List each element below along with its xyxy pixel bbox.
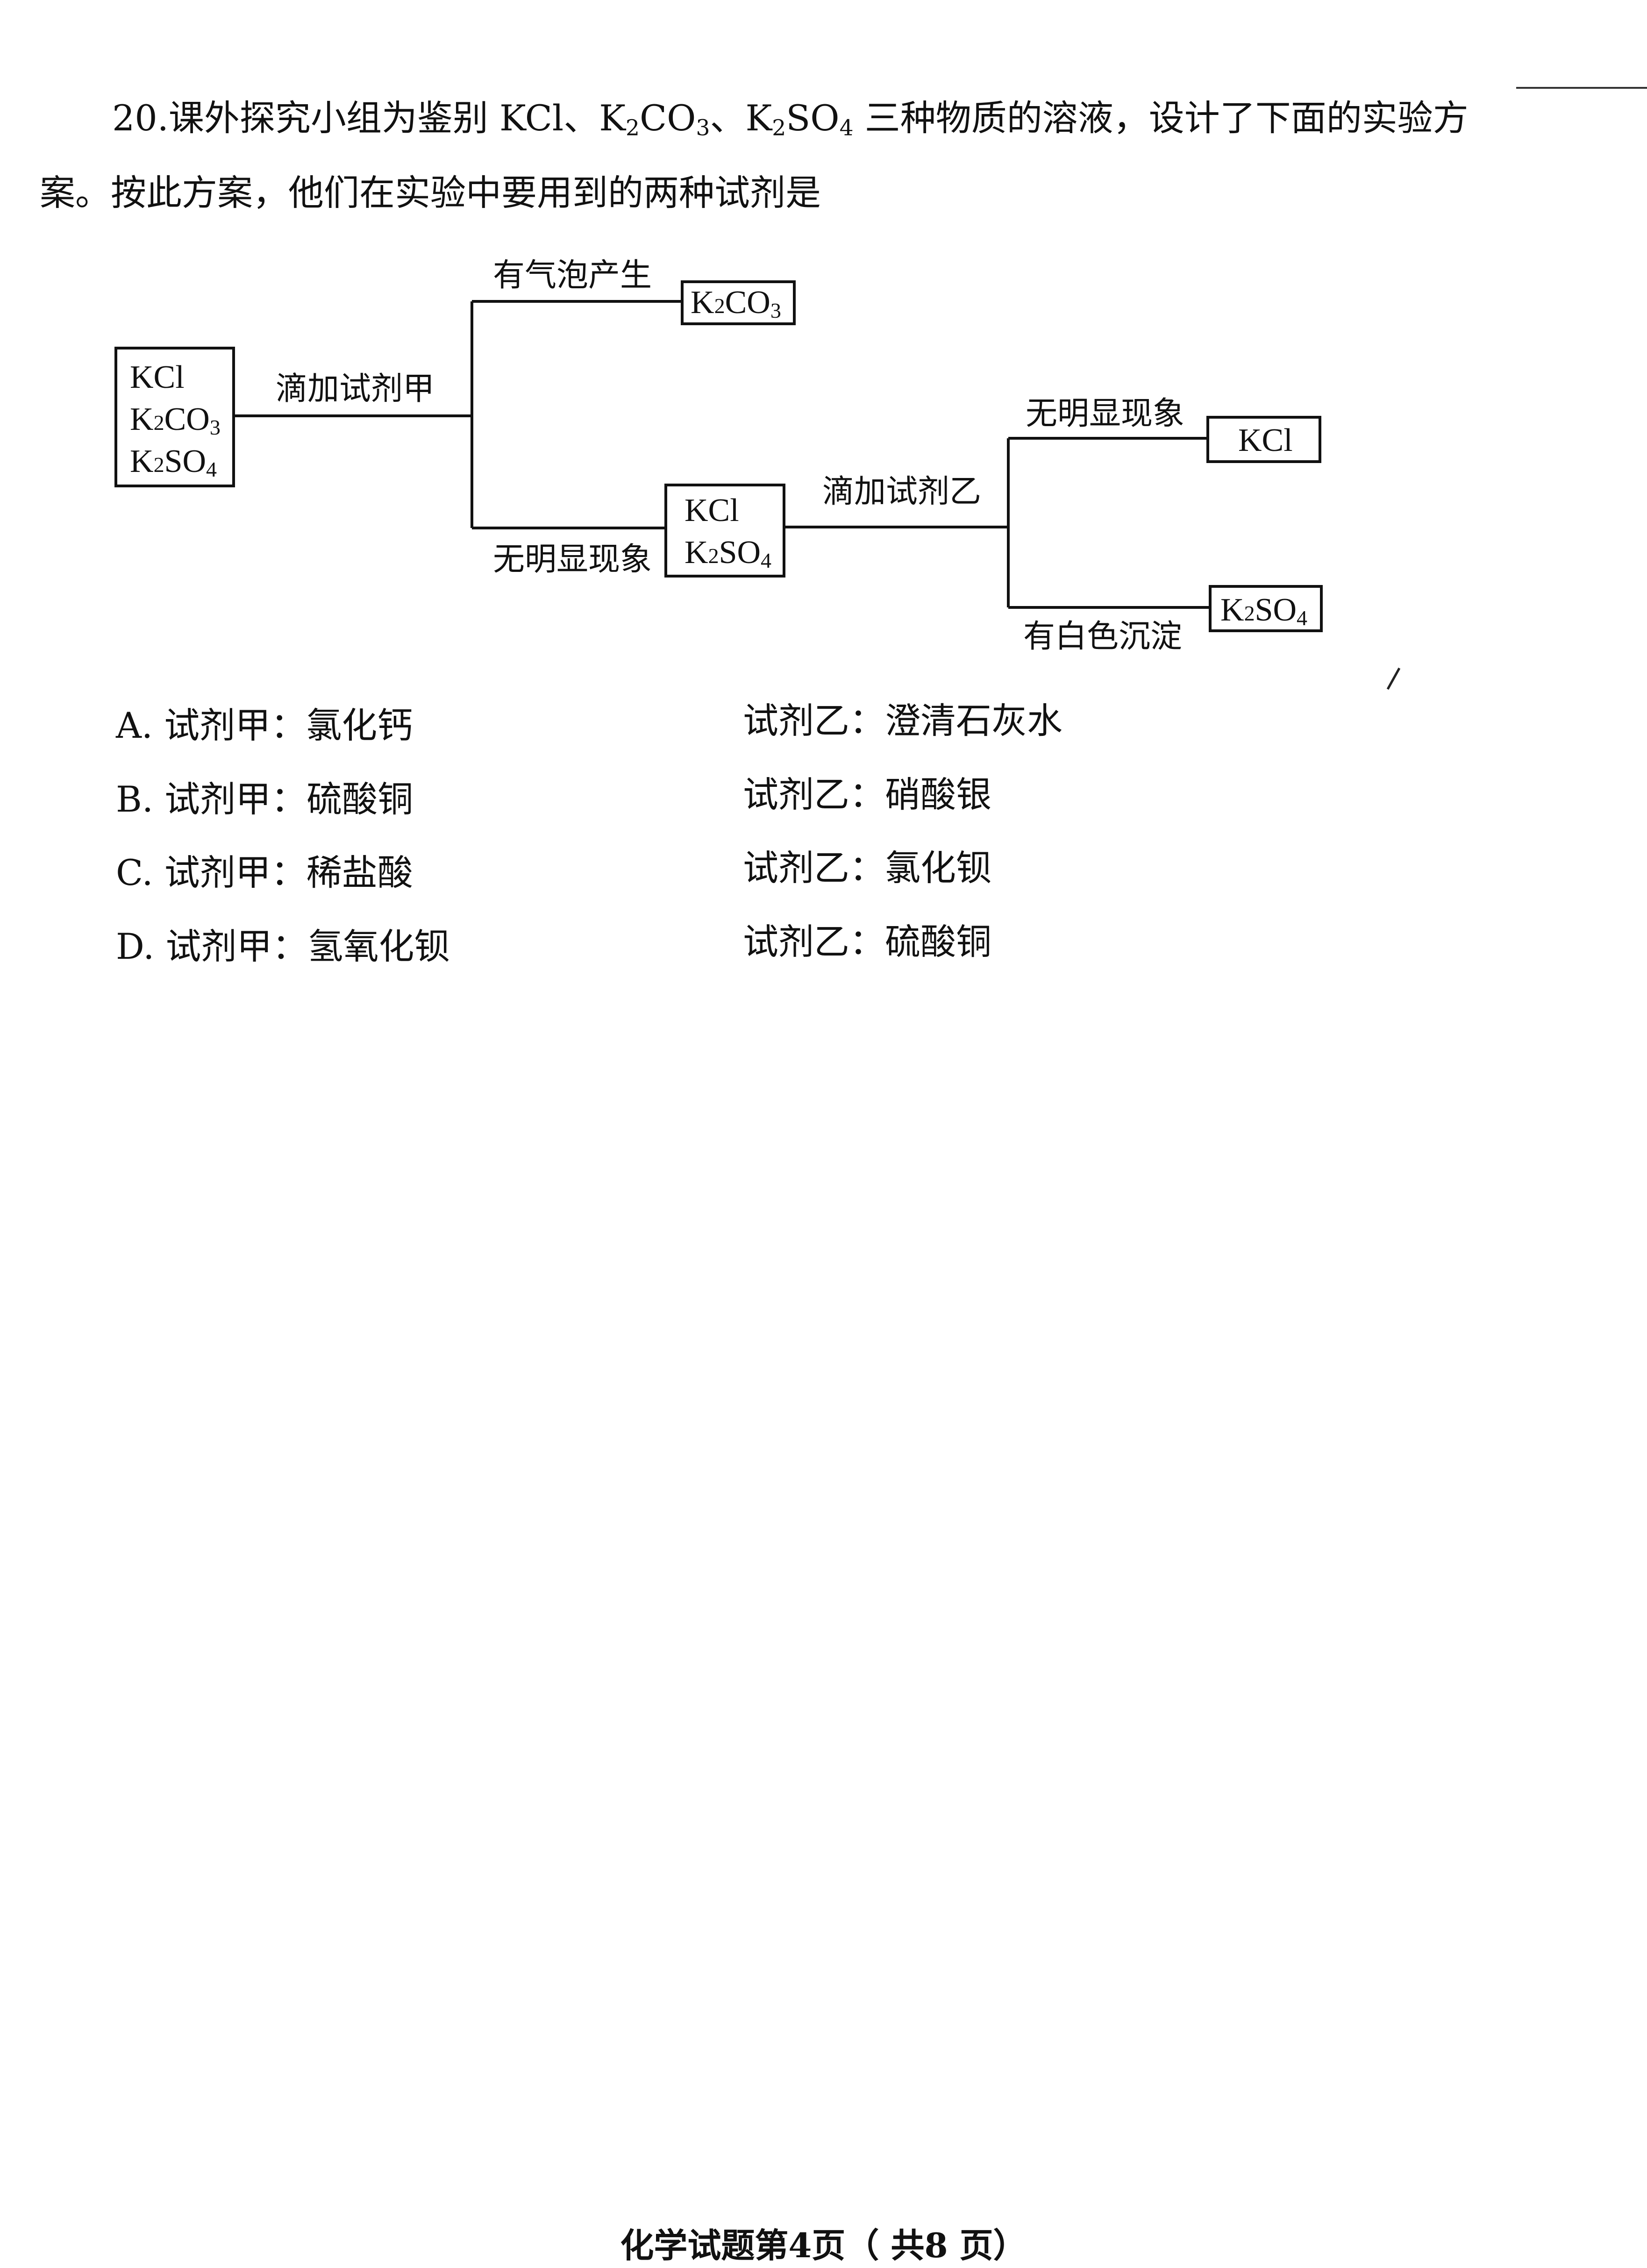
option-d-reagent-a[interactable]: D. 试剂甲：氢氧化钡 [116, 926, 450, 967]
label-reagent-a: 滴加试剂甲 [276, 371, 435, 407]
label-no-change-2: 无明显现象 [1026, 395, 1184, 432]
box-k2so4-text: K2SO4 [1220, 592, 1307, 630]
label-bubbles: 有气泡产生 [493, 257, 652, 294]
option-d-reagent-b[interactable]: 试剂乙：硫酸铜 [743, 921, 991, 963]
option-b-reagent-b[interactable]: 试剂乙：硝酸银 [743, 774, 991, 815]
page-footer: 化学试题第4页（ 共8 页） [620, 2225, 1027, 2265]
option-c-reagent-a[interactable]: C. 试剂甲：稀盐酸 [116, 852, 413, 893]
question-stem-line-1: 20.课外探究小组为鉴别 KCl、K2CO3、K2SO4 三种物质的溶液，设计了… [112, 97, 1469, 141]
start-box-k2co3: K2CO3 [130, 401, 221, 439]
mid-box [664, 484, 785, 578]
mid-box-kcl: KCl [684, 492, 739, 528]
box-kcl-text: KCl [1238, 422, 1293, 458]
option-a-reagent-b[interactable]: 试剂乙：澄清石灰水 [743, 700, 1062, 742]
option-a-reagent-a[interactable]: A. 试剂甲：氯化钙 [116, 705, 413, 746]
top-right-rule [1516, 87, 1647, 89]
option-c-reagent-b[interactable]: 试剂乙：氯化钡 [743, 847, 991, 889]
box-k2co3-text: K2CO3 [691, 285, 781, 322]
formula-k2co3: K2CO3 [599, 97, 710, 141]
label-reagent-b: 滴加试剂乙 [822, 473, 981, 510]
result-box-kcl [1206, 416, 1321, 463]
experiment-flowchart: KCl K2CO3 K2SO4 滴加试剂甲 有气泡产生 K2CO3 无明显现象 … [114, 257, 1401, 690]
label-no-change-1: 无明显现象 [493, 541, 652, 578]
result-box-k2co3 [681, 280, 796, 325]
stray-pen-mark [1386, 667, 1401, 690]
question-stem-line-2: 案。按此方案，他们在实验中要用到的两种试剂是 [40, 172, 821, 214]
result-box-k2so4 [1209, 585, 1323, 632]
formula-k2so4: K2SO4 [745, 97, 854, 141]
option-b-reagent-a[interactable]: B. 试剂甲：硫酸铜 [116, 778, 414, 820]
start-box-kcl: KCl [130, 359, 185, 395]
separator: 、 [563, 97, 599, 139]
mid-box-k2so4: K2SO4 [684, 535, 771, 572]
start-box-k2so4: K2SO4 [130, 443, 217, 481]
question-number: 20. [112, 97, 169, 139]
stem-text-1: 课外探究小组为鉴别 [168, 97, 500, 139]
stem-text-2: 三种物质的溶液，设计了下面的实验方 [853, 97, 1469, 139]
separator: 、 [710, 97, 746, 139]
formula-kcl: KCl [499, 97, 564, 139]
label-white-precipitate: 有白色沉淀 [1023, 618, 1182, 655]
